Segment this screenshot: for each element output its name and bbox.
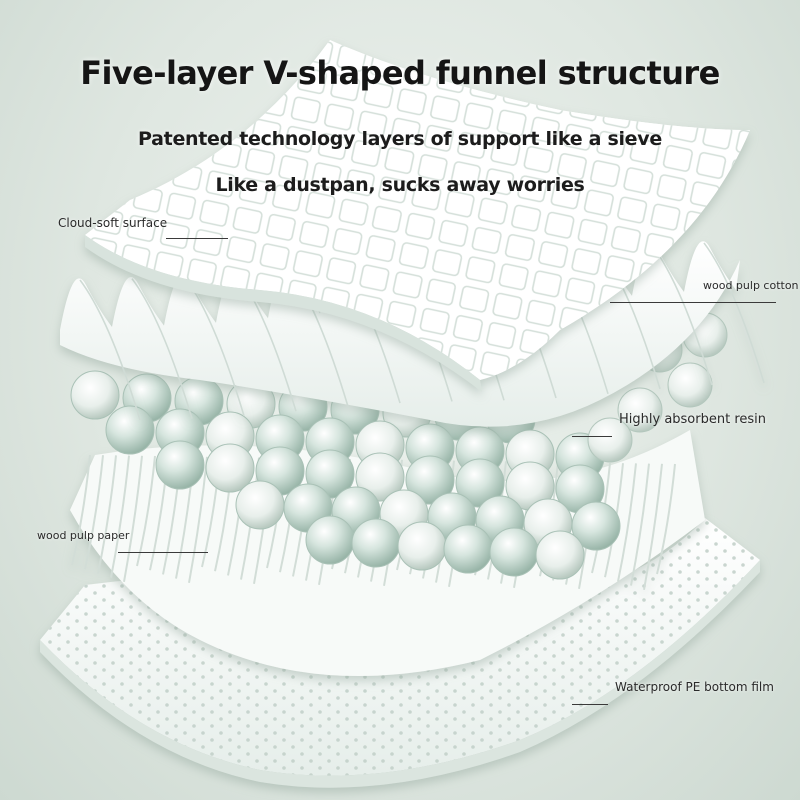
resin-bead bbox=[205, 443, 255, 493]
fiber-ridge bbox=[97, 455, 117, 574]
fiber-ridge bbox=[188, 456, 208, 583]
resin-bead bbox=[535, 530, 585, 580]
fiber-ridge bbox=[617, 463, 637, 582]
resin-bead bbox=[355, 452, 405, 502]
leader-line-wood-pulp-cotton bbox=[610, 302, 776, 303]
fiber-ridge bbox=[643, 463, 663, 590]
resin-bead bbox=[405, 455, 455, 505]
fiber-ridge bbox=[630, 463, 650, 586]
label-absorbent-resin: Highly absorbent resin bbox=[619, 412, 767, 427]
subtitle-sieve: Patented technology layers of support li… bbox=[138, 128, 662, 150]
resin-bead bbox=[235, 480, 285, 530]
resin-sphere bbox=[587, 417, 633, 463]
label-wood-pulp-paper: wood pulp paper bbox=[37, 529, 130, 542]
subtitle-dustpan: Like a dustpan, sucks away worries bbox=[215, 174, 585, 196]
resin-sphere bbox=[667, 362, 713, 408]
leader-line-cloud-soft-surface bbox=[166, 238, 228, 239]
resin-bead bbox=[105, 405, 155, 455]
fiber-ridge bbox=[71, 454, 91, 566]
resin-bead bbox=[155, 440, 205, 490]
fiber-ridge bbox=[136, 455, 156, 567]
resin-sphere bbox=[617, 387, 663, 433]
fiber-ridge bbox=[84, 455, 104, 570]
fiber-ridge bbox=[656, 463, 676, 575]
resin-bead bbox=[70, 370, 120, 420]
label-cloud-soft-surface: Cloud-soft surface bbox=[58, 216, 168, 230]
resin-bead bbox=[443, 524, 493, 574]
fiber-ridge bbox=[123, 455, 143, 582]
resin-bead bbox=[571, 501, 621, 551]
label-wood-pulp-cotton: wood pulp cotton bbox=[703, 279, 799, 292]
page-title: Five-layer V-shaped funnel structure bbox=[80, 54, 720, 92]
leader-line-absorbent-resin bbox=[572, 436, 612, 437]
resin-bead bbox=[351, 518, 401, 568]
leader-line-wood-pulp-paper bbox=[118, 552, 208, 553]
fiber-ridge bbox=[110, 455, 130, 578]
resin-bead bbox=[489, 527, 539, 577]
resin-bead bbox=[305, 515, 355, 565]
label-waterproof-bottom-film: Waterproof PE bottom film bbox=[615, 680, 774, 694]
leader-line-waterproof-bottom-film bbox=[572, 704, 608, 705]
resin-bead bbox=[397, 521, 447, 571]
cloud-soft-surface-layer bbox=[85, 40, 750, 392]
